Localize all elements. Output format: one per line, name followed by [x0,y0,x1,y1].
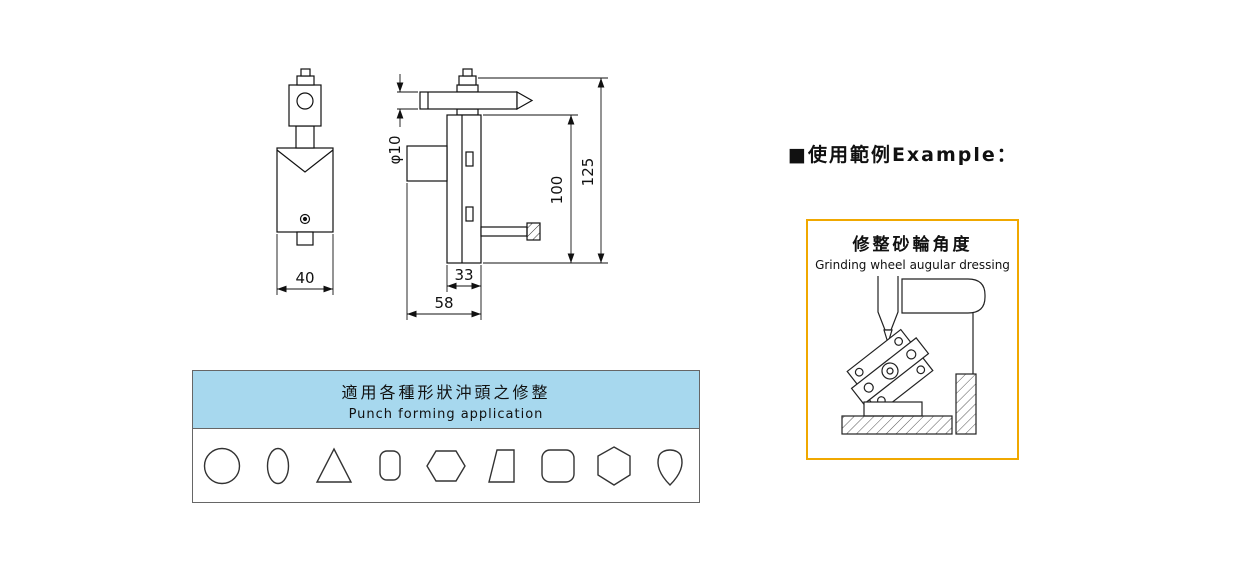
application-title-zh: 適用各種形狀沖頭之修整 [341,383,551,402]
dim-label-33: 33 [454,266,473,284]
side-screw-base [458,75,477,86]
side-arm [419,91,518,110]
dim-front-width: 40 [276,234,334,295]
side-rod [480,226,528,237]
punch-shape-rounded-square-small [379,450,401,481]
spindle-housing [900,278,986,314]
dim-plate-height: 100 [483,114,608,264]
side-rod-head [526,222,541,241]
dim-label-100: 100 [548,176,566,205]
dim-label-58: 58 [434,294,453,312]
example-title-en: Grinding wheel augular dressing [815,258,1010,272]
punch-shapes-row [193,429,699,503]
grinding-illustration [840,276,986,435]
front-v-notch [276,149,334,173]
example-title-zh: 修整砂輪角度 [852,235,973,255]
punch-shape-hexagon-rotated [597,446,631,486]
dressing-fixture [845,328,934,414]
punch-shape-teardrop [657,449,683,486]
punch-shape-trapezoid [488,449,515,483]
punch-shape-circle [203,447,241,485]
side-screw-tip [462,68,473,77]
front-foot [296,231,314,246]
side-arm-tip [516,90,534,111]
example-box: 修整砂輪角度 Grinding wheel augular dressing [806,219,1019,460]
side-tab-lower [465,206,474,222]
side-column-top [456,84,479,93]
machine-wall [954,373,977,435]
dim-overall-width: 58 [406,183,481,320]
front-screw-base [296,75,315,86]
grinding-wheel [876,276,899,331]
application-header: 適用各種形狀沖頭之修整 Punch forming application [193,371,699,429]
side-column-mid [456,108,479,116]
dresser-tip [882,329,893,346]
machine-base [840,415,953,435]
dim-label-125: 125 [579,158,597,187]
dim-overall-height: 125 [478,77,608,263]
side-tab-upper [465,151,474,167]
example-heading: ■使用範例Example： [788,144,1018,166]
side-plate [446,114,482,264]
technical-drawing: 40 φ10 100 125 [276,68,608,320]
dim-label-40: 40 [295,269,314,287]
dim-plate-width: 33 [446,265,482,320]
front-screw-tip [300,68,311,77]
punch-shape-triangle [315,447,353,483]
front-pin-center [302,216,308,222]
punch-shape-rounded-square [541,449,575,483]
fixture-pedestal [862,401,923,417]
application-title-en: Punch forming application [348,407,544,422]
dim-label-phi10: φ10 [386,136,404,165]
dim-arm-diameter: φ10 [386,74,418,164]
side-left-protrusion [406,145,448,182]
punch-shape-oval [266,447,290,485]
punch-shape-hexagon [426,450,466,482]
front-neck [295,125,315,149]
front-view [276,68,334,246]
front-head-hole [296,92,314,110]
application-panel: 適用各種形狀沖頭之修整 Punch forming application [192,370,700,503]
side-view [406,68,541,264]
